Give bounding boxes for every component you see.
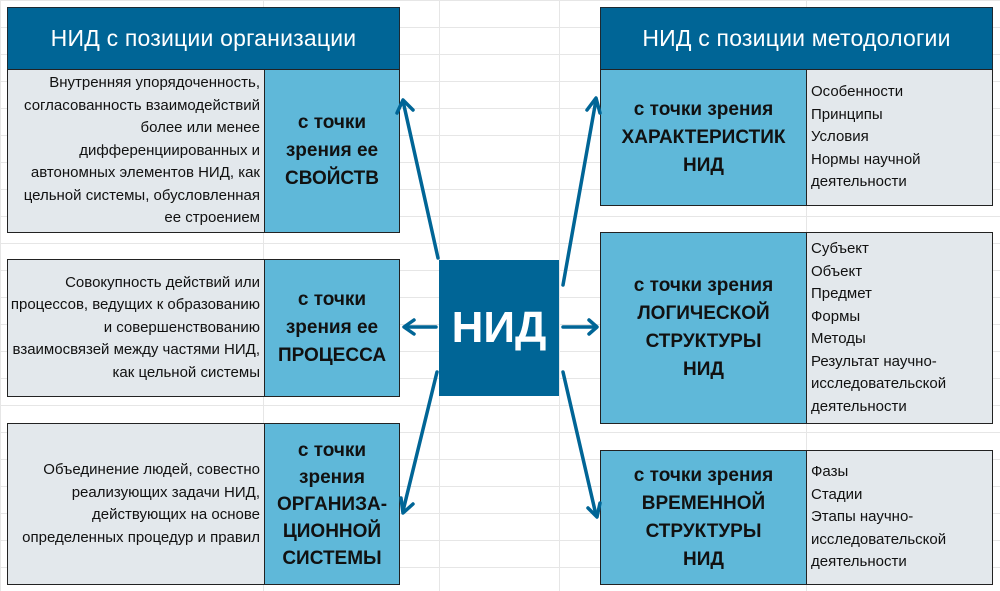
arrow-to-temporal-structure	[561, 370, 602, 519]
right-row-viewpoint: с точки зрения ВРЕМЕННОЙ СТРУКТУРЫ НИД	[601, 451, 807, 584]
left-row-viewpoint: с точки зрения ее СВОЙСТВ	[264, 70, 399, 232]
description-text: Объединение людей, совестно реализующих …	[22, 461, 260, 546]
left-row-viewpoint: с точки зрения ОРГАНИЗА- ЦИОННОЙ СИСТЕМЫ	[264, 424, 399, 584]
list-item: деятельности	[811, 173, 907, 191]
list-item: Особенности	[811, 83, 904, 101]
viewpoint-line: НИД	[683, 548, 724, 570]
viewpoint-line: СВОЙСТВ	[285, 168, 379, 189]
list-item: Принципы	[811, 105, 883, 123]
right-row-temporal-structure: с точки зрения ВРЕМЕННОЙ СТРУКТУРЫ НИД Ф…	[600, 450, 993, 585]
list-item: Этапы научно-	[811, 508, 914, 526]
viewpoint-line: ПРОЦЕССА	[277, 345, 387, 366]
list-item: Стадии	[811, 485, 863, 503]
left-row-viewpoint: с точки зрения ее ПРОЦЕССА	[264, 260, 399, 396]
left-row-organization: Объединение людей, совестно реализующих …	[7, 423, 400, 585]
right-row-viewpoint: с точки зрения ХАРАКТЕРИСТИК НИД	[601, 70, 807, 205]
list-item: Условия	[811, 128, 869, 146]
viewpoint-line: зрения ее	[285, 140, 379, 161]
list-item: деятельности	[811, 553, 907, 571]
viewpoint-line: с точки зрения	[633, 98, 774, 120]
viewpoint-line: НИД	[683, 154, 724, 176]
viewpoint-line: ВРЕМЕННОЙ	[641, 492, 766, 514]
right-row-items: Субъект Объект Предмет Формы Методы Резу…	[807, 233, 992, 423]
arrow-to-process	[402, 318, 438, 336]
viewpoint-line: СИСТЕМЫ	[282, 547, 382, 569]
list-item: Нормы научной	[811, 150, 921, 168]
viewpoint-line: ЛОГИЧЕСКОЙ	[637, 303, 770, 324]
list-item: Формы	[811, 307, 861, 325]
right-row-logical-structure: с точки зрения ЛОГИЧЕСКОЙ СТРУКТУРЫ НИД …	[600, 232, 993, 424]
list-item: деятельности	[811, 397, 907, 415]
viewpoint-line: СТРУКТУРЫ	[645, 520, 762, 542]
list-item: Предмет	[811, 285, 872, 302]
arrow-to-characteristics	[561, 96, 602, 287]
list-item: Результат научно-	[811, 352, 937, 370]
center-node-label: НИД	[451, 303, 547, 352]
list-item: исследовательской	[811, 375, 947, 392]
viewpoint-line: с точки зрения	[633, 464, 774, 486]
right-row-viewpoint: с точки зрения ЛОГИЧЕСКОЙ СТРУКТУРЫ НИД	[601, 233, 807, 423]
right-row-items: Особенности Принципы Условия Нормы научн…	[807, 70, 992, 205]
left-row-process: Совокупность действий или процессов, вед…	[7, 259, 400, 397]
list-item: Фазы	[811, 463, 849, 481]
viewpoint-line: с точки	[297, 289, 367, 310]
viewpoint-line: зрения	[299, 466, 365, 488]
viewpoint-line: ОРГАНИЗА-	[276, 493, 388, 515]
viewpoint-line: НИД	[683, 359, 724, 380]
viewpoint-line: ХАРАКТЕРИСТИК	[621, 126, 786, 148]
left-panel-title-text: НИД с позиции организации	[50, 25, 357, 51]
right-row-items: Фазы Стадии Этапы научно- исследовательс…	[807, 451, 992, 584]
list-item: Объект	[811, 262, 863, 280]
viewpoint-line: с точки	[297, 439, 367, 461]
description-text: Внутренняя упорядоченность, согласованно…	[23, 74, 260, 227]
left-row-properties: Внутренняя упорядоченность, согласованно…	[7, 69, 400, 233]
grid-line	[559, 0, 560, 591]
list-item: исследовательской	[811, 530, 947, 548]
arrow-to-organization	[399, 370, 439, 515]
list-item: Методы	[811, 330, 866, 347]
center-node: НИД	[439, 260, 559, 396]
viewpoint-line: зрения ее	[285, 317, 379, 338]
left-row-description: Совокупность действий или процессов, вед…	[8, 260, 264, 396]
viewpoint-line: с точки зрения	[633, 275, 774, 296]
right-panel-title: НИД с позиции методологии	[600, 7, 993, 70]
left-row-description: Объединение людей, совестно реализующих …	[8, 424, 264, 584]
list-item: Субъект	[811, 240, 869, 257]
viewpoint-line: с точки	[297, 112, 367, 133]
description-text: Совокупность действий или процессов, вед…	[10, 273, 260, 381]
arrow-to-properties	[395, 98, 440, 260]
left-row-description: Внутренняя упорядоченность, согласованно…	[8, 70, 264, 232]
arrow-to-logical-structure	[561, 318, 599, 336]
viewpoint-line: СТРУКТУРЫ	[645, 331, 762, 352]
viewpoint-line: ЦИОННОЙ	[282, 520, 382, 542]
right-row-characteristics: с точки зрения ХАРАКТЕРИСТИК НИД Особенн…	[600, 69, 993, 206]
right-panel-title-text: НИД с позиции методологии	[642, 25, 951, 51]
